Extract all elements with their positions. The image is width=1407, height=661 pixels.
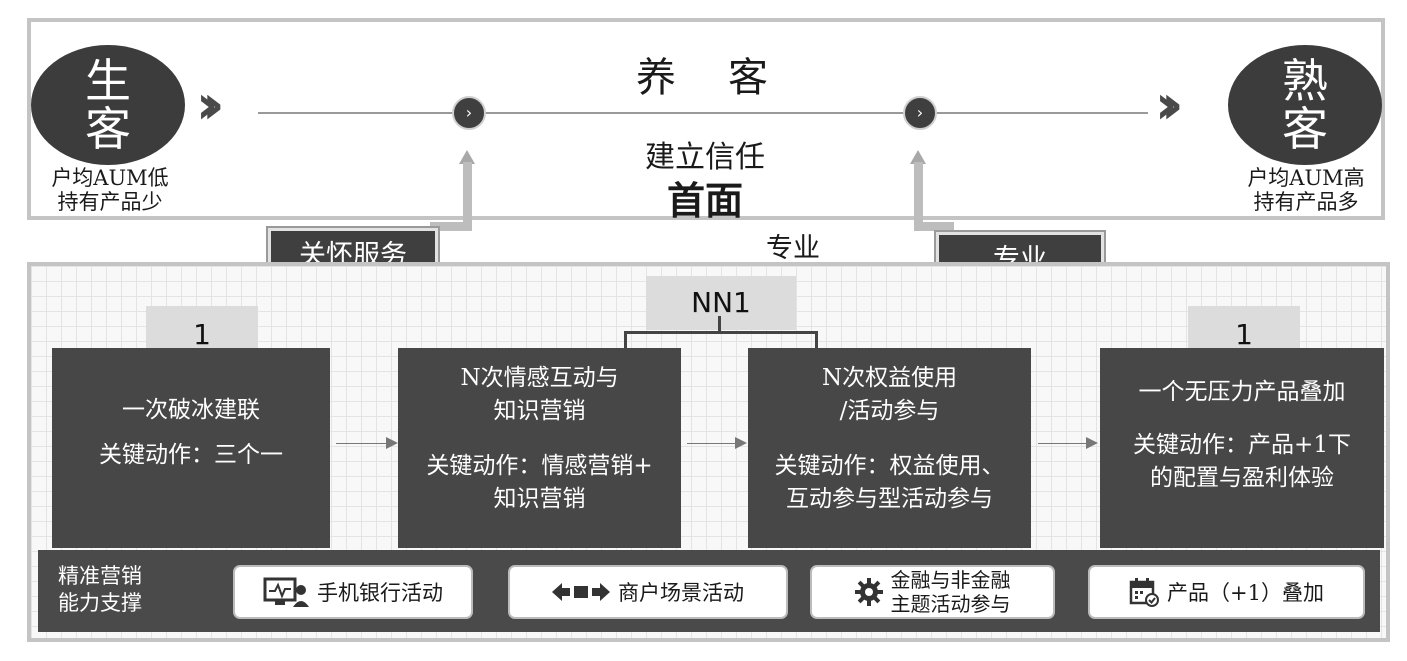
monitor-person-icon	[263, 576, 309, 608]
support-item-text: 手机银行活动	[317, 581, 443, 605]
step-line: N次情感互动与	[460, 365, 619, 391]
oval-char: 客	[1282, 102, 1328, 156]
step-line: 知识营销	[493, 398, 586, 424]
center-subtitle: 建立信任	[645, 140, 765, 175]
sub-line: 持有产品少	[57, 190, 163, 214]
support-item-theme-activities: 金融与非金融 主题活动参与	[810, 565, 1055, 619]
up-arrow-icon	[910, 150, 926, 164]
up-arrow-icon	[459, 150, 475, 164]
arrow-right-icon	[735, 437, 747, 449]
process-line	[258, 112, 1148, 114]
support-item-text: 产品（+1）叠加	[1167, 581, 1324, 605]
bracket-stem	[718, 316, 721, 332]
oval-char: 熟	[1282, 54, 1328, 108]
support-item-mobile-banking: 手机银行活动	[233, 565, 473, 619]
step-line: 知识营销	[493, 486, 586, 512]
bracket-label-nn1: NN1	[646, 276, 796, 330]
center-highlight: 首面	[666, 179, 743, 223]
step-box-rights-activities: N次权益使用 /活动参与 关键动作：权益使用、 互动参与型活动参与	[748, 348, 1031, 548]
support-item-text: 主题活动参与	[890, 592, 1011, 616]
flow-arrow-line	[336, 443, 388, 444]
label-line: 精准营销	[58, 564, 142, 588]
support-item-text: 商户场景活动	[618, 581, 744, 605]
new-customer-description: 户均AUM低 持有产品少	[30, 166, 190, 214]
label-line: 能力支撑	[58, 591, 142, 615]
step-line: /活动参与	[839, 398, 940, 424]
arrow-right-icon	[1086, 437, 1098, 449]
arrow-connector	[430, 222, 472, 231]
progress-node-icon: ›	[903, 96, 937, 130]
support-item-text: 金融与非金融	[890, 568, 1011, 592]
flow-arrow-line	[687, 443, 737, 444]
oval-char: 客	[85, 102, 131, 156]
step-line: 的配置与盈利体验	[1150, 465, 1334, 491]
sub-line: 户均AUM高	[1247, 166, 1365, 190]
support-item-text-block: 金融与非金融 主题活动参与	[891, 568, 1011, 616]
stage-oval-new-customer: 生 客	[31, 45, 185, 165]
stage-oval-loyal-customer: 熟 客	[1228, 45, 1382, 165]
step-line: 一次破冰建联	[122, 397, 260, 423]
sub-line: 户均AUM低	[51, 166, 169, 190]
support-item-merchant-scene: 商户场景活动	[508, 565, 788, 619]
arrow-connector	[914, 222, 954, 231]
calendar-check-icon	[1129, 577, 1160, 607]
top-panel	[27, 18, 1385, 220]
exchange-arrows-icon	[552, 581, 610, 603]
step-box-icebreak: 一次破冰建联 关键动作：三个一	[52, 348, 330, 548]
step-line: 关键动作：三个一	[99, 442, 283, 468]
support-bar-label: 精准营销 能力支撑	[58, 563, 142, 617]
arrow-right-icon	[386, 437, 398, 449]
tag-professional-text: 专业	[766, 233, 820, 264]
support-item-product-stacking: 产品（+1）叠加	[1088, 565, 1365, 619]
stage-title: 养 客	[636, 55, 774, 101]
step-line: N次权益使用	[821, 365, 958, 391]
oval-char: 生	[85, 54, 131, 108]
double-chevron-icon: ››	[1155, 73, 1183, 136]
double-chevron-icon: ››	[196, 73, 224, 136]
step-box-emotional-interaction: N次情感互动与 知识营销 关键动作：情感营销+ 知识营销	[398, 348, 681, 548]
flow-arrow-line	[1038, 443, 1088, 444]
step-line: 关键动作：情感营销+	[426, 453, 653, 479]
progress-node-icon: ›	[452, 96, 486, 130]
step-line: 关键动作：产品+1下	[1133, 432, 1351, 458]
step-line: 互动参与型活动参与	[786, 486, 993, 512]
step-line: 一个无压力产品叠加	[1138, 379, 1346, 405]
step-line: 关键动作：权益使用、	[774, 453, 1005, 479]
step-box-product-stacking: 一个无压力产品叠加 关键动作：产品+1下 的配置与盈利体验	[1100, 348, 1384, 548]
grouping-bracket	[624, 331, 818, 349]
loyal-customer-description: 户均AUM高 持有产品多	[1228, 166, 1384, 214]
gear-icon	[854, 578, 883, 606]
arrow-shaft	[463, 162, 472, 228]
sub-line: 持有产品多	[1253, 190, 1359, 214]
arrow-shaft	[914, 162, 923, 228]
